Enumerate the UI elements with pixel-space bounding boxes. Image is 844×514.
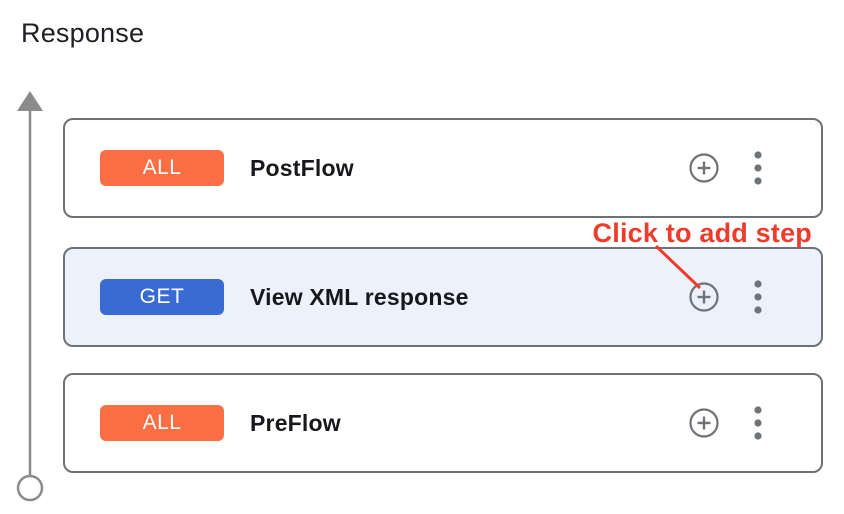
flow-name: View XML response <box>250 283 469 310</box>
add-step-button[interactable] <box>688 281 720 313</box>
http-verb-badge: ALL <box>100 405 224 441</box>
plus-circle-icon <box>689 282 719 312</box>
flow-card-list: ALL PostFlow GET View XML res <box>63 118 823 473</box>
flow-card-view-xml-response[interactable]: GET View XML response <box>63 247 823 347</box>
flow-card-postflow[interactable]: ALL PostFlow <box>63 118 823 218</box>
arrow-head-icon <box>17 91 43 111</box>
add-step-button[interactable] <box>688 407 720 439</box>
plus-circle-icon <box>689 408 719 438</box>
flow-name: PostFlow <box>250 154 354 181</box>
flow-name: PreFlow <box>250 409 341 436</box>
add-step-button[interactable] <box>688 152 720 184</box>
kebab-menu-icon <box>754 280 762 314</box>
kebab-menu-icon <box>754 151 762 185</box>
http-verb-badge: GET <box>100 279 224 315</box>
more-options-button[interactable] <box>753 279 763 315</box>
more-options-button[interactable] <box>753 405 763 441</box>
more-options-button[interactable] <box>753 150 763 186</box>
panel-title: Response <box>21 18 145 48</box>
flow-start-circle <box>16 474 44 502</box>
http-verb-badge: ALL <box>100 150 224 186</box>
flow-card-preflow[interactable]: ALL PreFlow <box>63 373 823 473</box>
annotation-text: Click to add step <box>592 218 812 248</box>
flow-direction-arrow <box>16 91 44 502</box>
kebab-menu-icon <box>754 406 762 440</box>
plus-circle-icon <box>689 153 719 183</box>
